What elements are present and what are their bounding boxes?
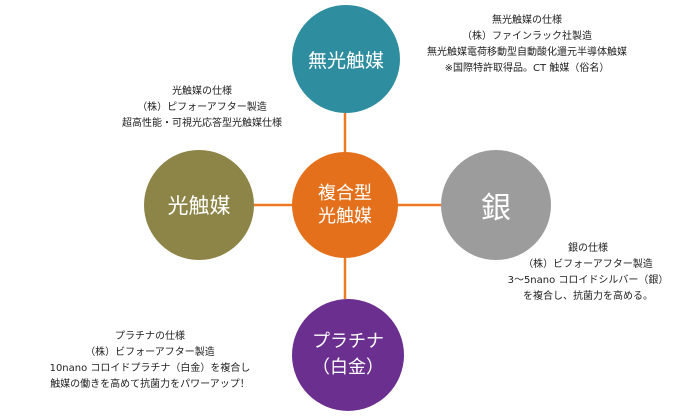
node-platinum: プラチナ （白金）: [292, 299, 404, 411]
node-silver: 銀: [441, 150, 551, 260]
note-line: （株）ビフォーアフター製造: [85, 347, 215, 358]
node-photocatalyst-label: 光触媒: [167, 194, 231, 218]
note-line: 3～5nano コロイドシルバー（銀）: [507, 275, 669, 286]
node-platinum-label-line1: プラチナ: [312, 330, 384, 352]
note-line: （株）ピフォーアフター製造: [137, 102, 267, 113]
node-photocatalyst: 光触媒: [144, 150, 254, 260]
note-line: 触媒の働きを高めて抗菌力をパワーアップ！: [50, 379, 250, 390]
node-center-label-line2: 光触媒: [318, 206, 372, 227]
note-line: 銀の仕様: [568, 243, 608, 254]
note-line: ※国際特許取得品。CT 触媒（俗名）: [444, 63, 610, 74]
note-line: を複合し、抗菌力を高める。: [523, 291, 653, 302]
note-line: 超高性能・可視光応答型光触媒仕様: [122, 118, 282, 129]
note-platinum-spec: プラチナの仕様 （株）ビフォーアフター製造 10nano コロイドプラチナ（白金…: [5, 329, 295, 393]
node-composite-photocatalyst: 複合型 光触媒: [292, 152, 398, 258]
note-line: （株）ファインラック社製造: [462, 31, 592, 42]
note-line: 光触媒の仕様: [172, 86, 232, 97]
node-non-photocatalyst-label: 無光触媒: [307, 49, 384, 72]
node-non-photocatalyst: 無光触媒: [292, 5, 400, 113]
note-line: 10nano コロイドプラチナ（白金）を複合し: [49, 363, 251, 374]
note-line: 無光触媒の仕様: [492, 15, 562, 26]
note-silver-spec: 銀の仕様 （株）ビフォーアフター製造 3～5nano コロイドシルバー（銀） を…: [488, 241, 688, 305]
note-photocatalyst-spec: 光触媒の仕様 （株）ピフォーアフター製造 超高性能・可視光応答型光触媒仕様: [82, 84, 322, 132]
node-platinum-label-line2: （白金）: [312, 357, 384, 378]
note-line: 無光触媒電荷移動型自動酸化還元半導体触媒: [427, 47, 627, 58]
note-non-photocatalyst-spec: 無光触媒の仕様 （株）ファインラック社製造 無光触媒電荷移動型自動酸化還元半導体…: [412, 13, 642, 77]
note-line: （株）ビフォーアフター製造: [523, 259, 653, 270]
node-center-label-line1: 複合型: [318, 182, 372, 204]
note-line: プラチナの仕様: [115, 331, 185, 342]
node-silver-label: 銀: [481, 191, 511, 226]
